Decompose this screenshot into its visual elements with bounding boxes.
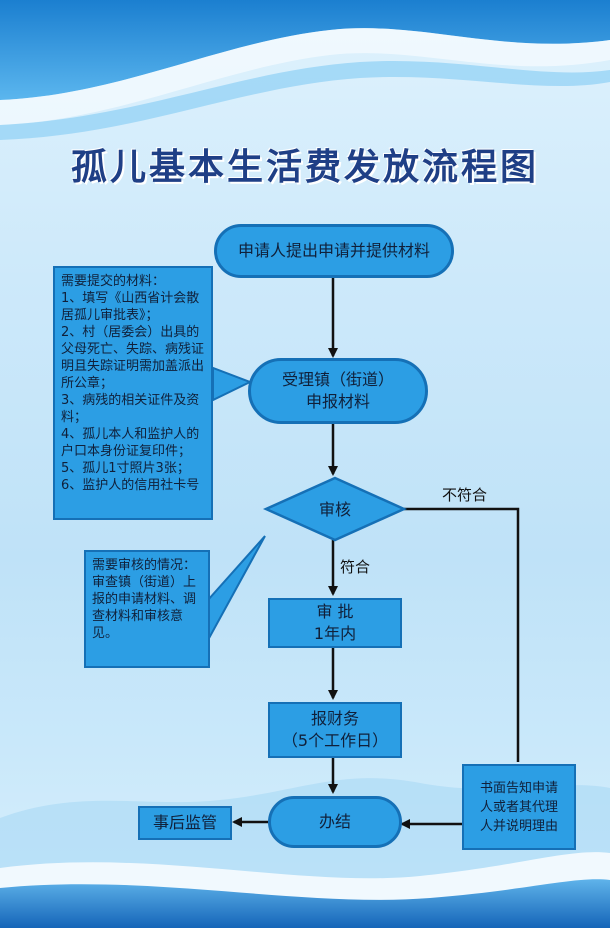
materials-callout-pointer	[212, 366, 253, 402]
node-apply: 申请人提出申请并提供材料	[214, 224, 454, 278]
node-supervision: 事后监管	[138, 806, 232, 840]
node-review: 审核	[318, 500, 351, 519]
review-callout-pointer	[207, 535, 266, 641]
node-complete: 办结	[268, 796, 402, 848]
review-info-note: 需要审核的情况： 审查镇（街道）上报的申请材料、调查材料和审核意见。	[84, 550, 210, 668]
node-report-finance: 报财务 （5个工作日）	[268, 702, 402, 758]
review-diamond	[262, 476, 408, 542]
page-title: 孤儿基本生活费发放流程图	[70, 147, 539, 188]
materials-note: 需要提交的材料： 1、填写《山西省计会散居孤儿审批表》； 2、村（居委会）出具的…	[53, 266, 213, 520]
node-approve: 审 批 1年内	[268, 598, 402, 648]
edge-review-fail-path	[404, 507, 520, 762]
node-notify: 书面告知申请 人或者其代理 人并说明理由	[462, 764, 576, 850]
node-accept: 受理镇（街道） 申报材料	[248, 358, 428, 424]
edge-label-pass: 符合	[340, 558, 371, 576]
top-wave-decoration	[0, 0, 610, 140]
edge-label-fail: 不符合	[442, 486, 488, 504]
